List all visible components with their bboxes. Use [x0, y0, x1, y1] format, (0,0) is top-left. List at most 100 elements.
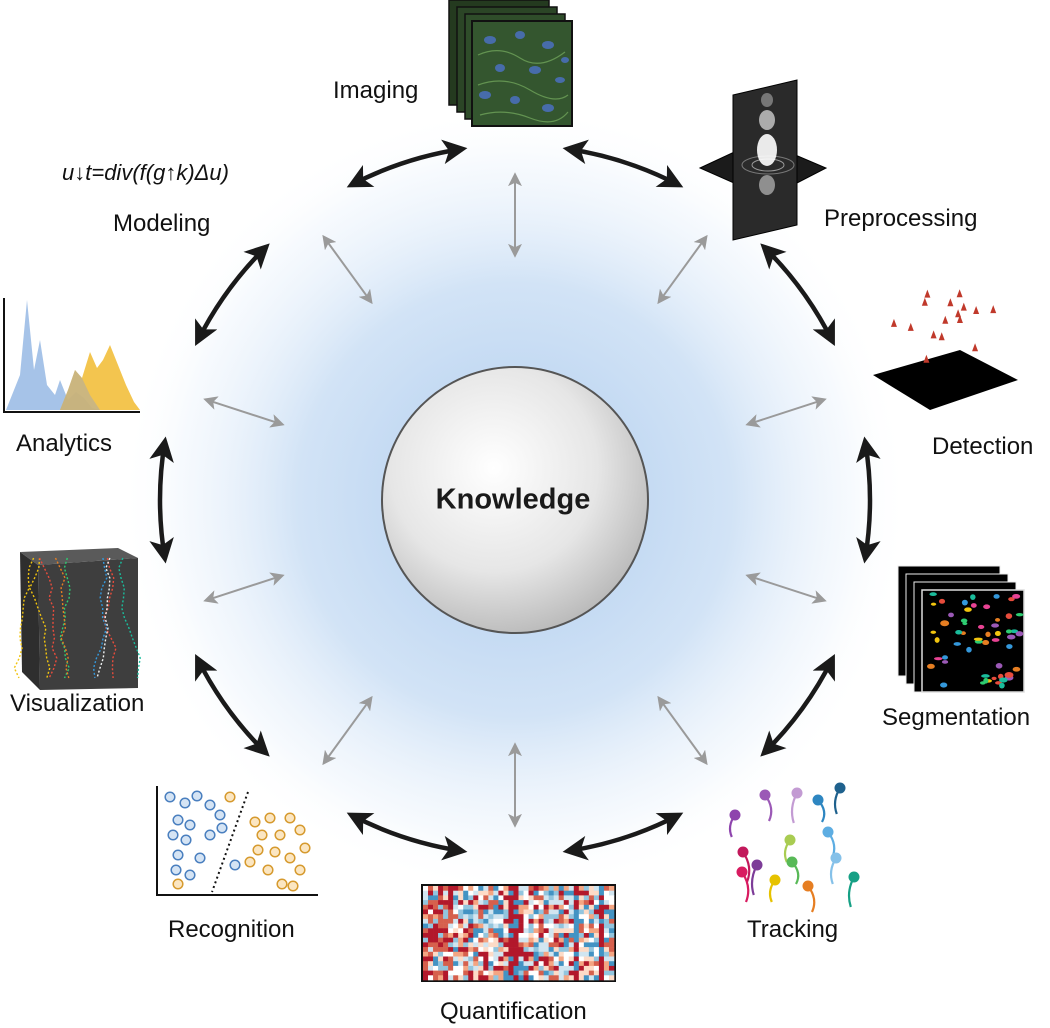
- heatmap-cell: [478, 928, 484, 934]
- heatmap-cell: [573, 890, 580, 896]
- heatmap-cell: [458, 895, 464, 901]
- heatmap-cell: [528, 895, 534, 901]
- heatmap-cell: [523, 895, 529, 901]
- segmented-cell: [930, 630, 937, 634]
- heatmap-cell: [468, 886, 474, 891]
- heatmap-cell: [573, 951, 580, 957]
- segmented-cell: [940, 682, 948, 688]
- heatmap-cell: [463, 928, 469, 934]
- heatmap-cell: [493, 937, 499, 943]
- heatmap-cell: [523, 942, 529, 948]
- heatmap-cell: [423, 904, 429, 910]
- heatmap-cell: [558, 933, 565, 938]
- heatmap-cell: [533, 951, 539, 957]
- heatmap-cell: [523, 961, 529, 967]
- class-a-point: [194, 852, 206, 864]
- heatmap-cell: [518, 975, 524, 981]
- heatmap-cell: [448, 928, 454, 934]
- heatmap-cell: [548, 942, 554, 948]
- heatmap-cell: [503, 900, 509, 906]
- heatmap-cell: [523, 933, 529, 938]
- segmented-cell: [1005, 613, 1013, 619]
- heatmap-cell: [443, 942, 449, 948]
- heatmap-cell: [483, 895, 489, 901]
- heatmap-cell: [608, 923, 615, 929]
- heatmap-cell: [578, 895, 585, 901]
- heatmap-cell: [438, 942, 444, 948]
- heatmap-cell: [563, 918, 570, 924]
- heatmap-cell: [518, 918, 524, 924]
- heatmap-cell: [593, 951, 600, 957]
- heatmap-cell: [503, 923, 509, 929]
- heatmap-cell: [558, 961, 565, 967]
- heatmap-cell: [528, 890, 534, 896]
- heatmap-cell: [513, 918, 519, 924]
- class-b-point: [274, 829, 286, 841]
- heatmap-cell: [473, 956, 479, 962]
- heatmap-cell: [488, 975, 494, 981]
- heatmap-cell: [518, 928, 524, 934]
- heatmap-cell: [563, 961, 570, 967]
- heatmap-cell: [528, 886, 534, 891]
- heatmap-cell: [568, 965, 575, 971]
- heatmap-cell: [568, 961, 575, 967]
- heatmap-cell: [573, 961, 580, 967]
- heatmap-cell: [483, 947, 489, 953]
- heatmap-cell: [533, 890, 539, 896]
- heatmap-cell: [513, 895, 519, 901]
- segmented-cell: [981, 674, 990, 678]
- heatmap-cell: [573, 914, 580, 920]
- heatmap-cell: [593, 900, 600, 906]
- heatmap-cell: [428, 928, 434, 934]
- heatmap-cell: [568, 900, 575, 906]
- heatmap-cell: [583, 961, 590, 967]
- heatmap-cell: [548, 904, 554, 910]
- heatmap-cell: [493, 961, 499, 967]
- heatmap-cell: [533, 965, 539, 971]
- heatmap-cell: [448, 937, 454, 943]
- heatmap-cell: [598, 914, 605, 920]
- heatmap-cell: [588, 961, 595, 967]
- class-b-point: [294, 824, 306, 836]
- heatmap-cell: [483, 956, 489, 962]
- heatmap-cell: [498, 900, 504, 906]
- heatmap-cell: [538, 918, 544, 924]
- heatmap-cell: [483, 961, 489, 967]
- heatmap-cell: [523, 890, 529, 896]
- stage-label-detection: Detection: [932, 433, 1034, 460]
- heatmap-cell: [583, 909, 590, 915]
- heatmap-cell: [508, 904, 514, 910]
- track-head: [834, 782, 846, 794]
- heatmap-cell: [508, 928, 514, 934]
- heatmap-cell: [498, 895, 504, 901]
- heatmap-cell: [533, 937, 539, 943]
- heatmap-cell: [493, 923, 499, 929]
- heatmap-cell: [488, 914, 494, 920]
- heatmap-cell: [598, 900, 605, 906]
- heatmap-cell: [533, 886, 539, 891]
- heatmap-cell: [598, 890, 605, 896]
- class-b-point: [269, 846, 281, 858]
- heatmap-cell: [513, 956, 519, 962]
- heatmap-cell: [498, 933, 504, 938]
- heatmap-cell: [568, 890, 575, 896]
- heatmap-cell: [493, 956, 499, 962]
- heatmap-cell: [568, 909, 575, 915]
- heatmap-cell: [528, 900, 534, 906]
- class-b-point: [287, 880, 299, 892]
- heatmap-cell: [463, 956, 469, 962]
- particle-tracks-icon: [728, 782, 860, 913]
- heatmap-cell: [478, 918, 484, 924]
- heatmap-cell: [448, 970, 454, 976]
- segmented-cell: [993, 594, 1000, 599]
- heatmap-cell: [593, 975, 600, 981]
- heatmap-cell: [598, 918, 605, 924]
- heatmap-cell: [573, 886, 580, 891]
- heatmap-cell: [543, 928, 549, 934]
- heatmap-cell: [553, 909, 560, 915]
- track-head: [822, 826, 834, 838]
- heatmap-cell: [608, 975, 615, 981]
- heatmap-cell: [498, 947, 504, 953]
- heatmap-cell: [603, 914, 610, 920]
